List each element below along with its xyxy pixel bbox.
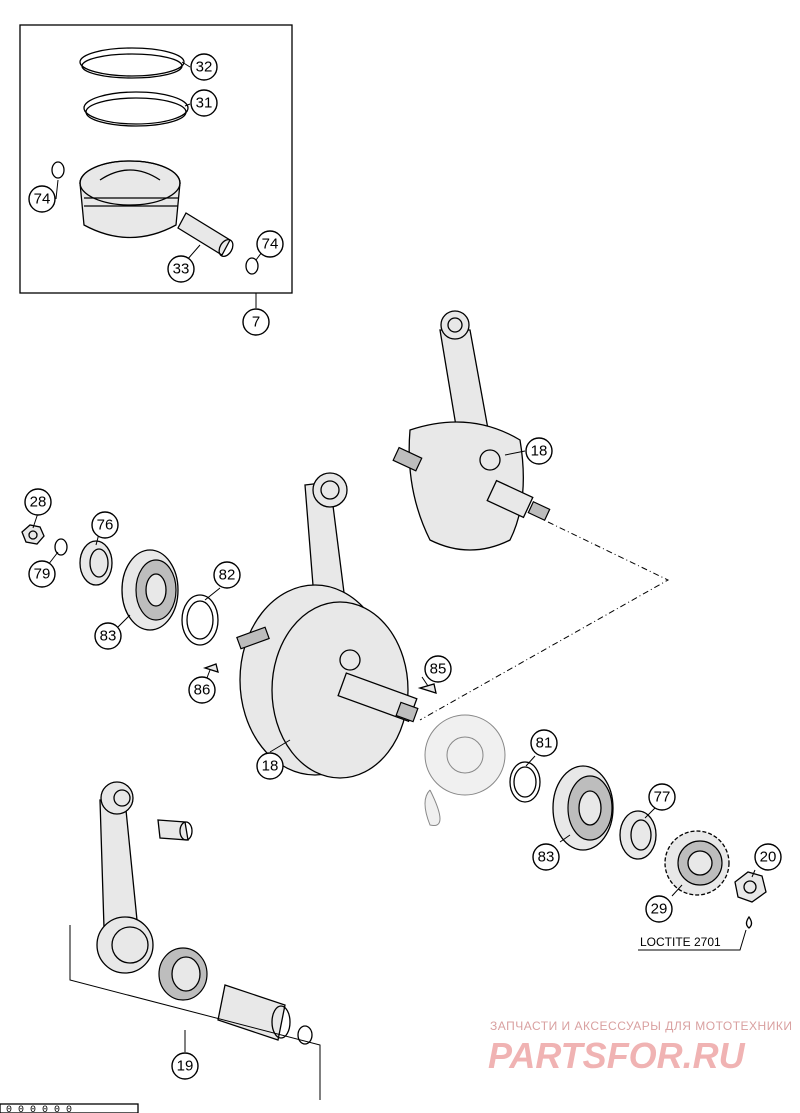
timing-gear — [664, 830, 730, 896]
crankshaft-assembly-main — [236, 472, 419, 779]
callout-label: 82 — [219, 567, 236, 584]
pin-washer — [297, 1025, 313, 1045]
callout-83-left: 83 — [94, 622, 122, 650]
callout-label: 77 — [654, 789, 671, 806]
footer-code: 0 0 0 0 0 0 — [6, 1105, 72, 1113]
primary-gear-ghost — [424, 714, 506, 827]
seal-left — [79, 540, 113, 586]
callout-83-right: 83 — [532, 843, 560, 871]
connecting-rod-kit — [69, 781, 321, 1100]
woodruff-key-left — [202, 663, 219, 673]
left-side-parts — [21, 524, 219, 673]
watermark-brand: PARTSFOR.RU — [488, 1035, 746, 1076]
seal-right — [619, 810, 657, 860]
callout-7: 7 — [242, 308, 270, 336]
callout-label: 85 — [430, 661, 447, 678]
callout-label: 19 — [177, 1058, 194, 1075]
crank-pin — [217, 984, 291, 1041]
callout-81: 81 — [530, 729, 558, 757]
piston-pin — [177, 212, 234, 258]
callout-76: 76 — [91, 511, 119, 539]
callout-label: 83 — [100, 628, 117, 645]
washer-left — [54, 538, 68, 556]
shim-right — [509, 761, 541, 803]
callout-82: 82 — [213, 561, 241, 589]
callout-label: 79 — [34, 566, 51, 583]
callout-74-right: 74 — [256, 230, 284, 258]
watermark-tagline: ЗАПЧАСТИ И АКСЕССУАРЫ ДЛЯ МОТОТЕХНИКИ — [490, 1019, 792, 1033]
callout-28: 28 — [24, 488, 52, 516]
assembly-axis-line — [419, 521, 670, 721]
nut-right — [734, 871, 767, 903]
callout-18-upper: 18 — [525, 437, 553, 465]
callout-label: 18 — [262, 758, 279, 775]
shim-left — [181, 594, 219, 646]
callout-18-main: 18 — [256, 752, 284, 780]
callout-label: 32 — [196, 59, 213, 76]
crankshaft-assembly-upper — [392, 310, 551, 551]
piston-group-frame — [19, 24, 293, 294]
callout-label: 29 — [651, 901, 668, 918]
callout-31: 31 — [190, 89, 218, 117]
callout-label: 86 — [194, 682, 211, 699]
callout-32: 32 — [190, 53, 218, 81]
piston-ring-second — [83, 91, 189, 125]
circlip-right — [245, 257, 259, 275]
callout-label: 7 — [252, 314, 260, 331]
callout-label: 33 — [173, 261, 190, 278]
callout-label: 83 — [538, 849, 555, 866]
callout-29: 29 — [645, 895, 673, 923]
bearing-right — [552, 765, 614, 851]
callout-86: 86 — [188, 676, 216, 704]
callout-label: 76 — [97, 517, 114, 534]
piston-group — [19, 24, 293, 308]
loctite-note: LOCTITE 2701 — [640, 935, 721, 949]
right-side-parts — [417, 683, 767, 951]
needle-bearing — [158, 947, 208, 1001]
callout-label: 31 — [196, 95, 213, 112]
callout-label: 20 — [760, 849, 777, 866]
callout-74-left: 74 — [28, 185, 56, 213]
callout-label: 18 — [531, 443, 548, 460]
callout-77: 77 — [648, 783, 676, 811]
woodruff-key-right — [417, 683, 437, 694]
callout-33: 33 — [167, 255, 195, 283]
callout-85: 85 — [424, 655, 452, 683]
callout-label: 28 — [30, 494, 47, 511]
callout-label: 81 — [536, 735, 553, 752]
small-end-bushing — [157, 819, 193, 841]
callout-79: 79 — [28, 560, 56, 588]
piston — [79, 160, 181, 239]
footer-code-box — [0, 1103, 139, 1113]
callout-label: 74 — [262, 236, 279, 253]
callout-20: 20 — [754, 843, 782, 871]
loctite-drop-icon — [745, 915, 753, 929]
nut-left — [21, 524, 45, 545]
callout-19: 19 — [171, 1052, 199, 1080]
callout-label: 74 — [34, 191, 51, 208]
piston-ring-top — [79, 47, 185, 77]
bearing-left — [121, 549, 179, 631]
circlip-left — [51, 161, 65, 179]
